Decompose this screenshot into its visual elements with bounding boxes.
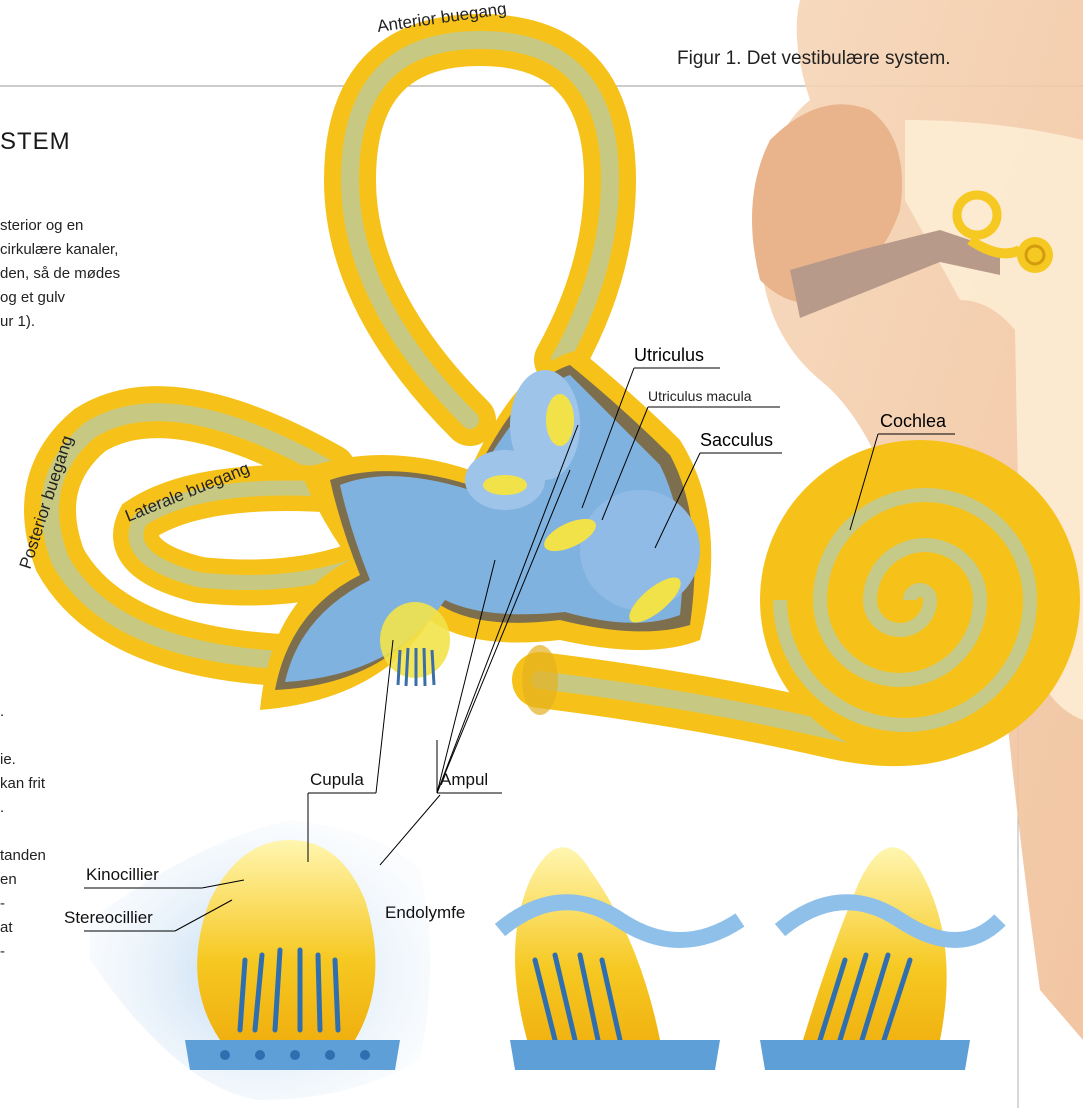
body-line: - (0, 940, 5, 964)
cupula-deflected-left (500, 847, 740, 1070)
cochlea-spiral (760, 440, 1080, 760)
body-line: en (0, 868, 17, 892)
body-line: tanden (0, 844, 46, 868)
label-sacculus: Sacculus (700, 430, 773, 451)
body-line: - (0, 892, 5, 916)
label-utriculus-macula: Utriculus macula (648, 388, 751, 404)
label-kinocillier: Kinocillier (86, 865, 159, 885)
label-utriculus: Utriculus (634, 345, 704, 366)
figure-caption: Figur 1. Det vestibulære system. (677, 48, 950, 70)
body-line: . (0, 700, 4, 724)
label-cupula: Cupula (310, 770, 364, 790)
body-line: sterior og en (0, 214, 83, 238)
body-line: og et gulv (0, 286, 65, 310)
body-line: . (0, 796, 4, 820)
cupula-deflected-right (760, 847, 1000, 1070)
label-stereocillier: Stereocillier (64, 908, 153, 928)
body-line: den, så de mødes (0, 262, 120, 286)
body-line: at (0, 916, 13, 940)
body-line: cirkulære kanaler, (0, 238, 118, 262)
label-endolymfe: Endolymfe (385, 903, 465, 923)
body-line: kan frit (0, 772, 45, 796)
section-heading-fragment: STEM (0, 128, 71, 156)
label-ampul: Ampul (440, 770, 488, 790)
body-line: ur 1). (0, 310, 35, 334)
ampulla-cross-section (90, 820, 430, 1100)
label-cochlea: Cochlea (880, 411, 946, 432)
body-line: ie. (0, 748, 16, 772)
